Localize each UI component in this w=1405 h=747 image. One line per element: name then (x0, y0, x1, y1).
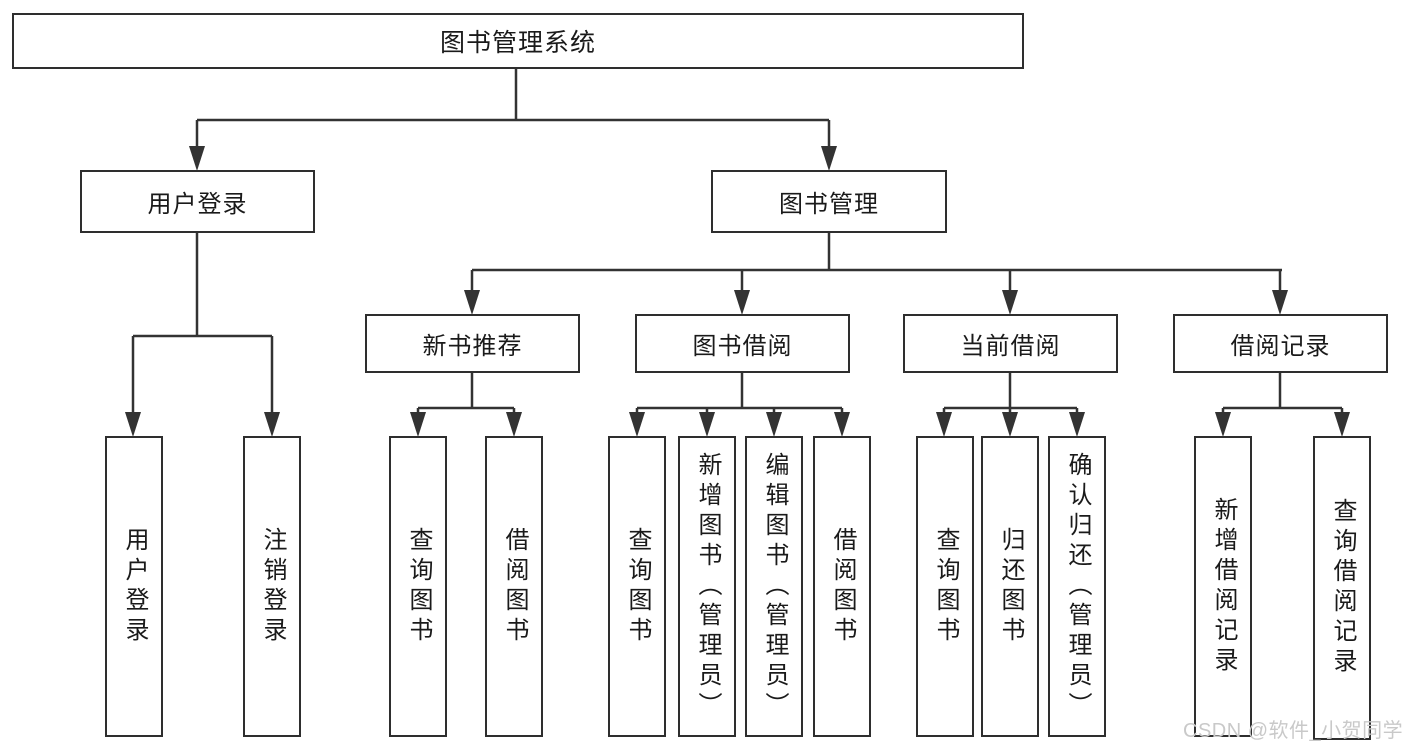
node-label: 新增借阅记录 (1210, 496, 1237, 677)
node-label: 归还图书 (997, 526, 1024, 647)
node-label: 图书管理 (779, 191, 879, 218)
leaf-query-books-recommend: 查询图书 (389, 436, 447, 737)
node-label: 图书管理系统 (439, 29, 596, 57)
node-borrow-records: 借阅记录 (1173, 314, 1388, 373)
node-label: 用户登录 (121, 526, 148, 647)
leaf-query-borrow-record: 查询借阅记录 (1313, 436, 1371, 740)
node-label: 新增图书（管理员） (694, 451, 721, 722)
node-label: 借阅记录 (1230, 333, 1331, 360)
node-label: 确认归还（管理员） (1064, 451, 1091, 722)
node-label: 编辑图书（管理员） (761, 451, 788, 722)
node-book-borrow: 图书借阅 (635, 314, 850, 373)
node-label: 查询图书 (624, 526, 651, 647)
node-label: 当前借阅 (960, 333, 1061, 360)
node-label: 查询图书 (405, 526, 432, 647)
leaf-add-borrow-record: 新增借阅记录 (1194, 436, 1252, 737)
node-current-borrow: 当前借阅 (903, 314, 1118, 373)
node-label: 注销登录 (259, 526, 286, 647)
leaf-confirm-return-admin: 确认归还（管理员） (1048, 436, 1106, 737)
node-book-management: 图书管理 (711, 170, 947, 233)
leaf-add-book-admin: 新增图书（管理员） (678, 436, 736, 737)
node-label: 图书借阅 (692, 333, 793, 360)
node-label: 查询借阅记录 (1329, 498, 1356, 678)
leaf-return-book: 归还图书 (981, 436, 1039, 737)
csdn-watermark: CSDN @软件_小贺同学 (1183, 720, 1404, 742)
node-label: 查询图书 (932, 526, 959, 647)
leaf-edit-book-admin: 编辑图书（管理员） (745, 436, 803, 737)
leaf-user-login: 用户登录 (105, 436, 163, 737)
node-user-login: 用户登录 (80, 170, 315, 233)
node-label: 借阅图书 (501, 526, 528, 647)
node-label: 新书推荐 (422, 333, 523, 360)
node-label: 用户登录 (147, 191, 248, 218)
leaf-query-books-borrow: 查询图书 (608, 436, 666, 737)
leaf-borrow-books-recommend: 借阅图书 (485, 436, 543, 737)
leaf-logout: 注销登录 (243, 436, 301, 737)
node-label: 借阅图书 (829, 526, 856, 647)
leaf-query-books-current: 查询图书 (916, 436, 974, 737)
leaf-borrow-books: 借阅图书 (813, 436, 871, 737)
node-new-book-recommend: 新书推荐 (365, 314, 580, 373)
node-library-system: 图书管理系统 (12, 13, 1024, 69)
